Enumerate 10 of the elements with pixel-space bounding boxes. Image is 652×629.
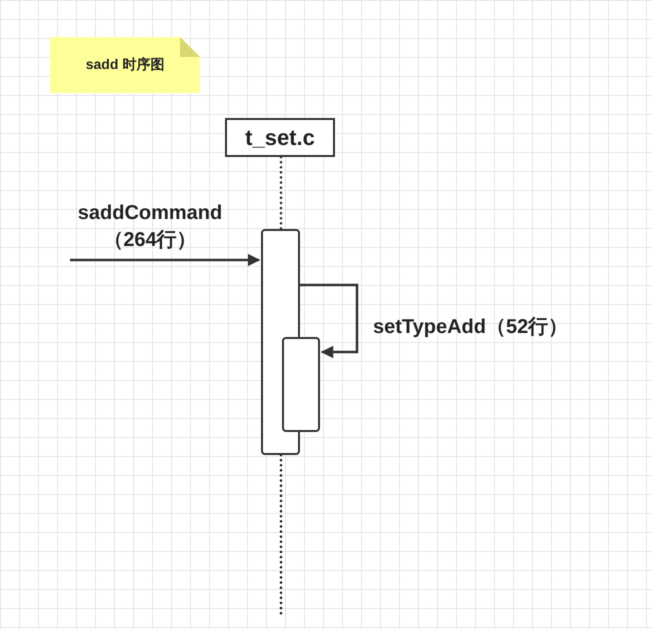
message-label: saddCommand（264行） <box>76 201 224 253</box>
lifeline-title: t_set.c <box>245 124 315 150</box>
message-label: setTypeAdd（52行） <box>373 315 570 340</box>
note-text: sadd 时序图 <box>86 56 164 74</box>
activation-bar <box>282 337 320 432</box>
lifeline <box>280 156 282 230</box>
message-arrow <box>70 254 260 266</box>
lifeline-header-box <box>225 118 335 157</box>
note-card <box>50 37 200 93</box>
message-arrow <box>300 284 358 358</box>
